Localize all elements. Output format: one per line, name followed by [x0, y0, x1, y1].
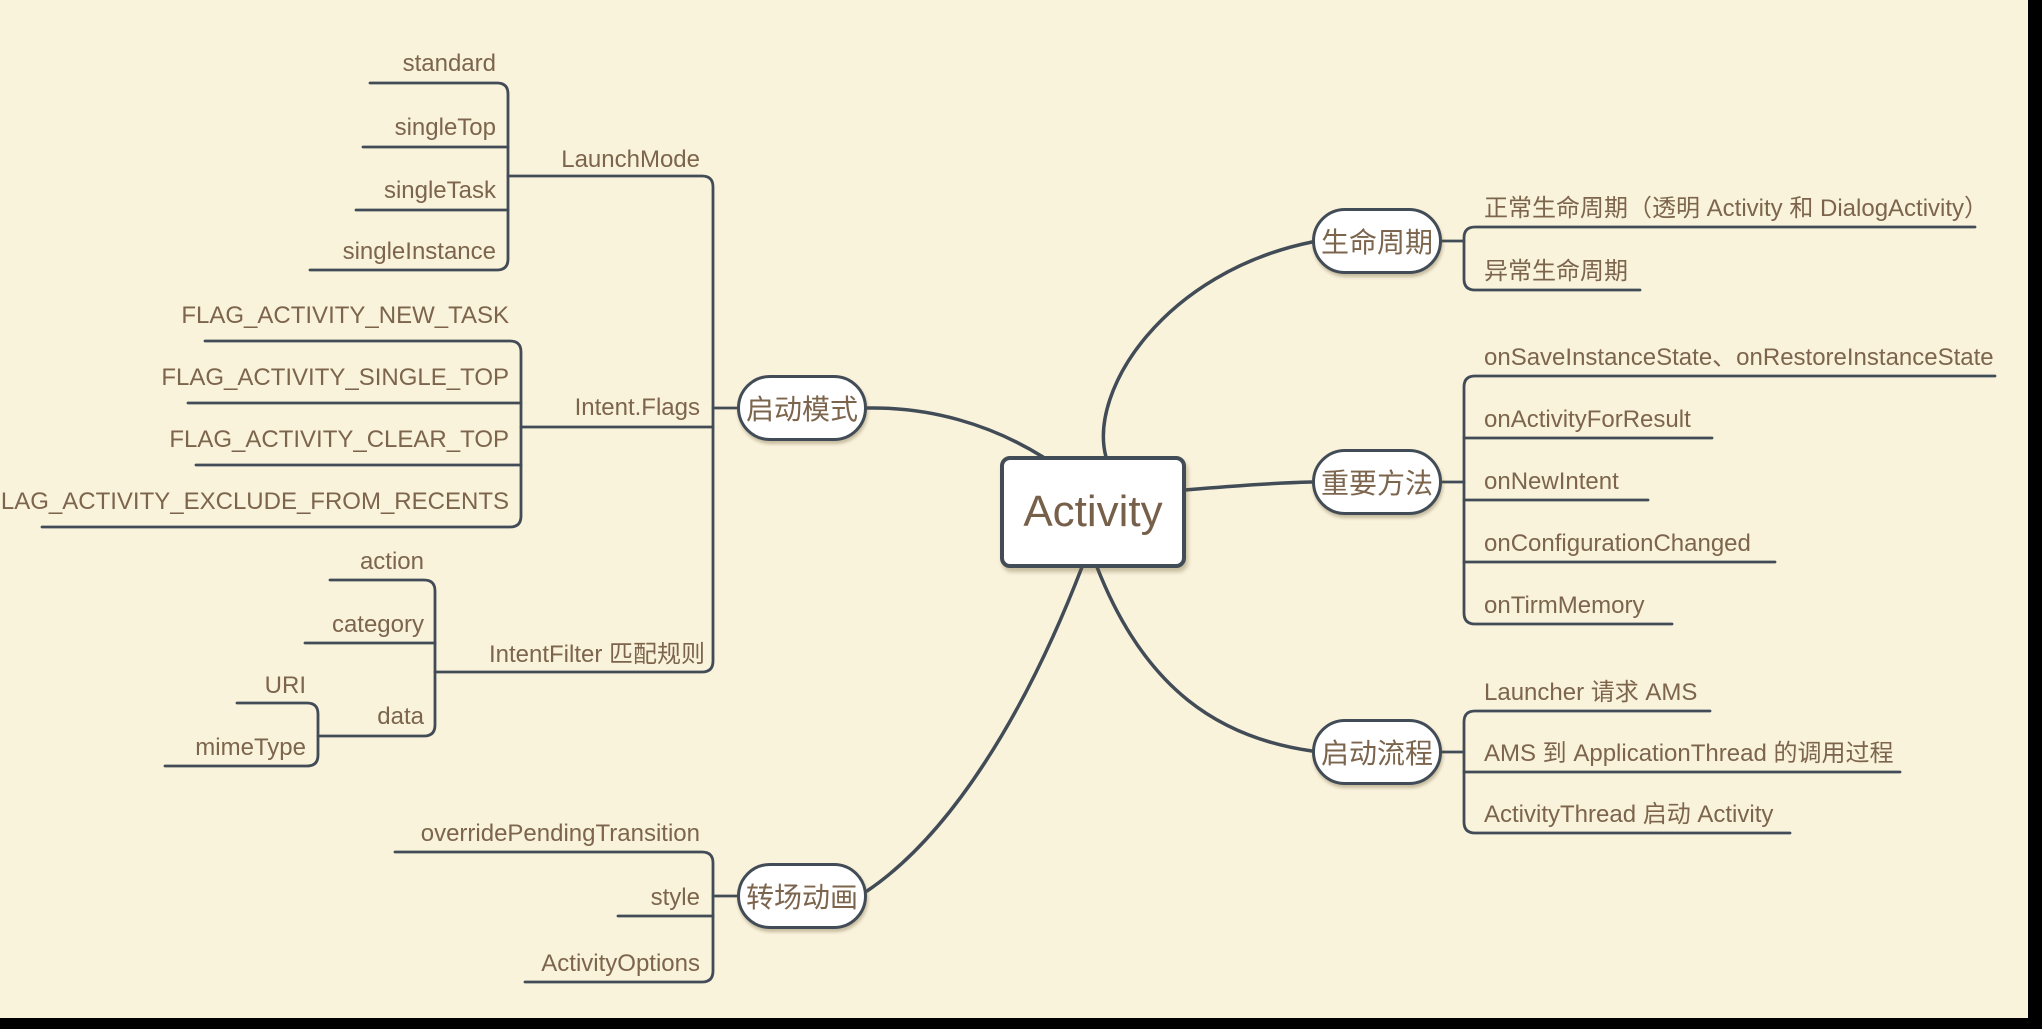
subtopic-ams-applicationthread[interactable]: AMS 到 ApplicationThread 的调用过程: [1484, 739, 1894, 767]
bracket-flags-children: [40, 339, 523, 529]
frame-bottom-bar: [0, 1018, 2042, 1029]
bracket-lifecycle-children: [1462, 225, 1977, 292]
subtopic-flag-single-top[interactable]: FLAG_ACTIVITY_SINGLE_TOP: [161, 363, 509, 391]
topic-transition-animation[interactable]: 转场动画: [737, 863, 867, 929]
frame-right-bar: [2028, 0, 2042, 1029]
subtopic-launchmode[interactable]: LaunchMode: [561, 145, 700, 173]
subtopic-onsaveinstancestate[interactable]: onSaveInstanceState、onRestoreInstanceSta…: [1484, 343, 1994, 371]
subtopic-singleinstance[interactable]: singleInstance: [342, 237, 496, 265]
subtopic-ontirmmemory[interactable]: onTirmMemory: [1484, 591, 1645, 619]
subtopic-data[interactable]: data: [377, 702, 424, 730]
central-topic-activity[interactable]: Activity: [1000, 456, 1186, 568]
topic-launch-flow[interactable]: 启动流程: [1312, 719, 1442, 785]
topic-important-methods[interactable]: 重要方法: [1312, 449, 1442, 515]
subtopic-onnewintent[interactable]: onNewIntent: [1484, 467, 1619, 495]
subtopic-intentfilter-rules[interactable]: IntentFilter 匹配规则: [488, 640, 705, 668]
subtopic-flag-exclude-from-recents[interactable]: FLAG_ACTIVITY_EXCLUDE_FROM_RECENTS: [0, 487, 509, 515]
subtopic-abnormal-lifecycle[interactable]: 异常生命周期: [1484, 257, 1628, 285]
subtopic-flag-clear-top[interactable]: FLAG_ACTIVITY_CLEAR_TOP: [169, 425, 509, 453]
bracket-intentfilter-children: [316, 578, 437, 738]
subtopic-singletask[interactable]: singleTask: [383, 176, 496, 204]
curve-to-launch-mode: [865, 406, 1045, 459]
spine-launch-mode: [433, 174, 715, 674]
subtopic-action[interactable]: action: [359, 547, 424, 575]
subtopic-normal-lifecycle[interactable]: 正常生命周期（透明 Activity 和 DialogActivity）: [1484, 194, 1989, 222]
subtopic-flag-new-task[interactable]: FLAG_ACTIVITY_NEW_TASK: [181, 301, 509, 329]
subtopic-style[interactable]: style: [650, 883, 700, 911]
subtopic-overridependingtransition[interactable]: overridePendingTransition: [420, 819, 700, 847]
subtopic-standard[interactable]: standard: [402, 49, 496, 77]
subtopic-activityoptions[interactable]: ActivityOptions: [541, 949, 700, 977]
subtopic-onactivityforresult[interactable]: onActivityForResult: [1484, 405, 1691, 433]
bracket-data-children: [163, 701, 320, 768]
curve-to-lifecycle: [1101, 240, 1314, 459]
subtopic-activitythread-start[interactable]: ActivityThread 启动 Activity: [1484, 800, 1774, 828]
subtopic-singletop[interactable]: singleTop: [394, 113, 496, 141]
subtopic-launcher-request-ams[interactable]: Launcher 请求 AMS: [1484, 678, 1698, 706]
curve-to-transition-animation: [865, 565, 1084, 893]
curve-to-launch-flow: [1095, 565, 1314, 753]
subtopic-onconfigurationchanged[interactable]: onConfigurationChanged: [1484, 529, 1751, 557]
subtopic-intent-flags[interactable]: Intent.Flags: [574, 393, 700, 421]
topic-lifecycle[interactable]: 生命周期: [1312, 208, 1442, 274]
curve-to-important-methods: [1183, 480, 1314, 492]
subtopic-mimetype[interactable]: mimeType: [195, 733, 306, 761]
subtopic-category[interactable]: category: [331, 610, 424, 638]
topic-launch-mode[interactable]: 启动模式: [737, 375, 867, 441]
subtopic-uri[interactable]: URI: [264, 671, 306, 699]
